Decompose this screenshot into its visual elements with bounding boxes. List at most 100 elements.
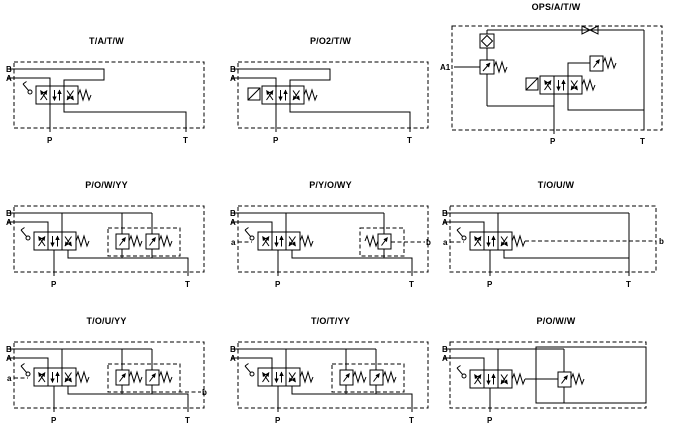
directional-valve-symbol	[470, 370, 512, 388]
pilot-valve-symbol	[590, 56, 603, 71]
port-label-t: T	[183, 136, 188, 145]
spring-symbol	[299, 235, 314, 247]
port-label-b: B	[6, 65, 12, 74]
diagram-t-o-u-yy: T/O/U/YY	[4, 316, 209, 426]
schematic: B A P T	[6, 205, 205, 289]
port-label-b: B	[442, 209, 448, 218]
port-label-p: P	[47, 136, 53, 145]
port-label-t: T	[409, 416, 414, 425]
port-label-a: A	[6, 354, 12, 363]
port-label-p: P	[275, 416, 281, 425]
diagram-t-a-t-w: T/A/T/W B A P T	[4, 36, 209, 149]
spring-symbol	[303, 89, 318, 101]
diagram-p-o2-t-w: P/O2/T/W B A P T	[228, 36, 433, 149]
port-label-p: P	[487, 416, 493, 425]
schematic: B A P	[442, 341, 647, 425]
port-label-b: B	[230, 345, 236, 354]
port-label-p: P	[275, 280, 281, 289]
diagram-title: P/O2/T/W	[309, 36, 352, 46]
diagram-t-o-u-w: T/O/U/W B A a b P T	[440, 180, 672, 293]
diagram-title: P/Y/O/WY	[309, 180, 352, 190]
lever-symbol	[244, 363, 255, 377]
lever-symbol	[244, 227, 255, 241]
port-label-t: T	[185, 416, 190, 425]
spring-symbol	[75, 371, 90, 383]
port-label-a: A	[6, 218, 12, 227]
diagram-title: T/A/T/W	[89, 36, 124, 46]
directional-valve-symbol	[262, 86, 304, 104]
subplate-outline	[535, 346, 647, 404]
pilot-valve-symbol	[370, 370, 383, 385]
spring-symbol	[77, 89, 92, 101]
schematic: B A a b P T	[442, 205, 664, 289]
directional-valve-symbol	[470, 232, 512, 250]
schematic: B A P T	[230, 61, 429, 145]
port-label-b: B	[442, 345, 448, 354]
spring-symbol	[511, 373, 526, 385]
diagram-title: T/O/U/YY	[86, 316, 127, 326]
spring-symbol	[128, 371, 143, 383]
spring-symbol	[75, 235, 90, 247]
spring-symbol	[352, 371, 367, 383]
port-label-p: P	[550, 137, 556, 146]
directional-valve-symbol	[34, 232, 76, 250]
spring-symbol	[299, 371, 314, 383]
solenoid-symbol	[247, 87, 261, 101]
lever-symbol	[22, 81, 33, 95]
diagram-title: P/O/W/YY	[85, 180, 128, 190]
port-label-p: P	[51, 280, 57, 289]
port-label-b: B	[6, 345, 12, 354]
spring-symbol	[158, 235, 173, 247]
pilot-valve-symbol	[146, 234, 159, 249]
spring-symbol	[602, 57, 617, 69]
diagram-ops-a-t-w: OPS/A/T/W	[440, 2, 672, 148]
spring-symbol	[158, 371, 173, 383]
lever-symbol	[456, 365, 467, 379]
port-label-a: A	[230, 74, 236, 83]
port-label-b: B	[230, 209, 236, 218]
lever-symbol	[20, 227, 31, 241]
schematic: B A a b P T	[6, 341, 207, 425]
directional-valve-symbol	[258, 232, 300, 250]
pilot-label-b: b	[202, 388, 207, 397]
diagram-title: P/O/W/W	[536, 316, 576, 326]
diagram-t-o-t-yy: T/O/T/YY	[228, 316, 433, 426]
spring-symbol	[382, 371, 397, 383]
port-label-a: A	[230, 218, 236, 227]
pilot-label-b: b	[659, 237, 664, 246]
port-label-a1: A1	[440, 63, 451, 72]
pilot-valve-symbol	[558, 372, 571, 387]
directional-valve-symbol	[36, 86, 78, 104]
pilot-label-b: b	[426, 238, 431, 247]
pilot-label-a: a	[443, 238, 448, 247]
diagram-p-o-w-w: P/O/W/W B A P	[440, 316, 672, 426]
port-label-p: P	[487, 280, 493, 289]
diagram-p-o-w-yy: P/O/W/YY	[4, 180, 209, 293]
lever-symbol	[456, 227, 467, 241]
directional-valve-symbol	[34, 368, 76, 386]
spring-symbol	[364, 235, 379, 247]
diagram-title: T/O/U/W	[537, 180, 575, 190]
pilot-valve-symbol	[116, 370, 129, 385]
directional-valve-symbol	[258, 368, 300, 386]
schematic: A1 P T	[440, 25, 663, 146]
schematic: B A P T	[230, 341, 429, 425]
port-label-b: B	[6, 209, 12, 218]
port-label-p: P	[273, 136, 279, 145]
solenoid-symbol	[525, 77, 539, 91]
diagram-title: T/O/T/YY	[310, 316, 351, 326]
lever-symbol	[20, 363, 31, 377]
schematic: B A P T	[6, 61, 205, 145]
port-label-b: B	[230, 65, 236, 74]
diagram-p-y-o-wy: P/Y/O/WY B	[228, 180, 433, 293]
schematic: B A a b P T	[230, 205, 431, 289]
directional-valve-symbol	[540, 76, 582, 94]
pilot-label-a: a	[231, 238, 236, 247]
spring-symbol	[128, 235, 143, 247]
port-label-a: A	[230, 354, 236, 363]
spring-symbol	[511, 235, 526, 247]
port-label-t: T	[407, 136, 412, 145]
pilot-valve-symbol	[116, 234, 129, 249]
spring-symbol	[581, 79, 596, 91]
